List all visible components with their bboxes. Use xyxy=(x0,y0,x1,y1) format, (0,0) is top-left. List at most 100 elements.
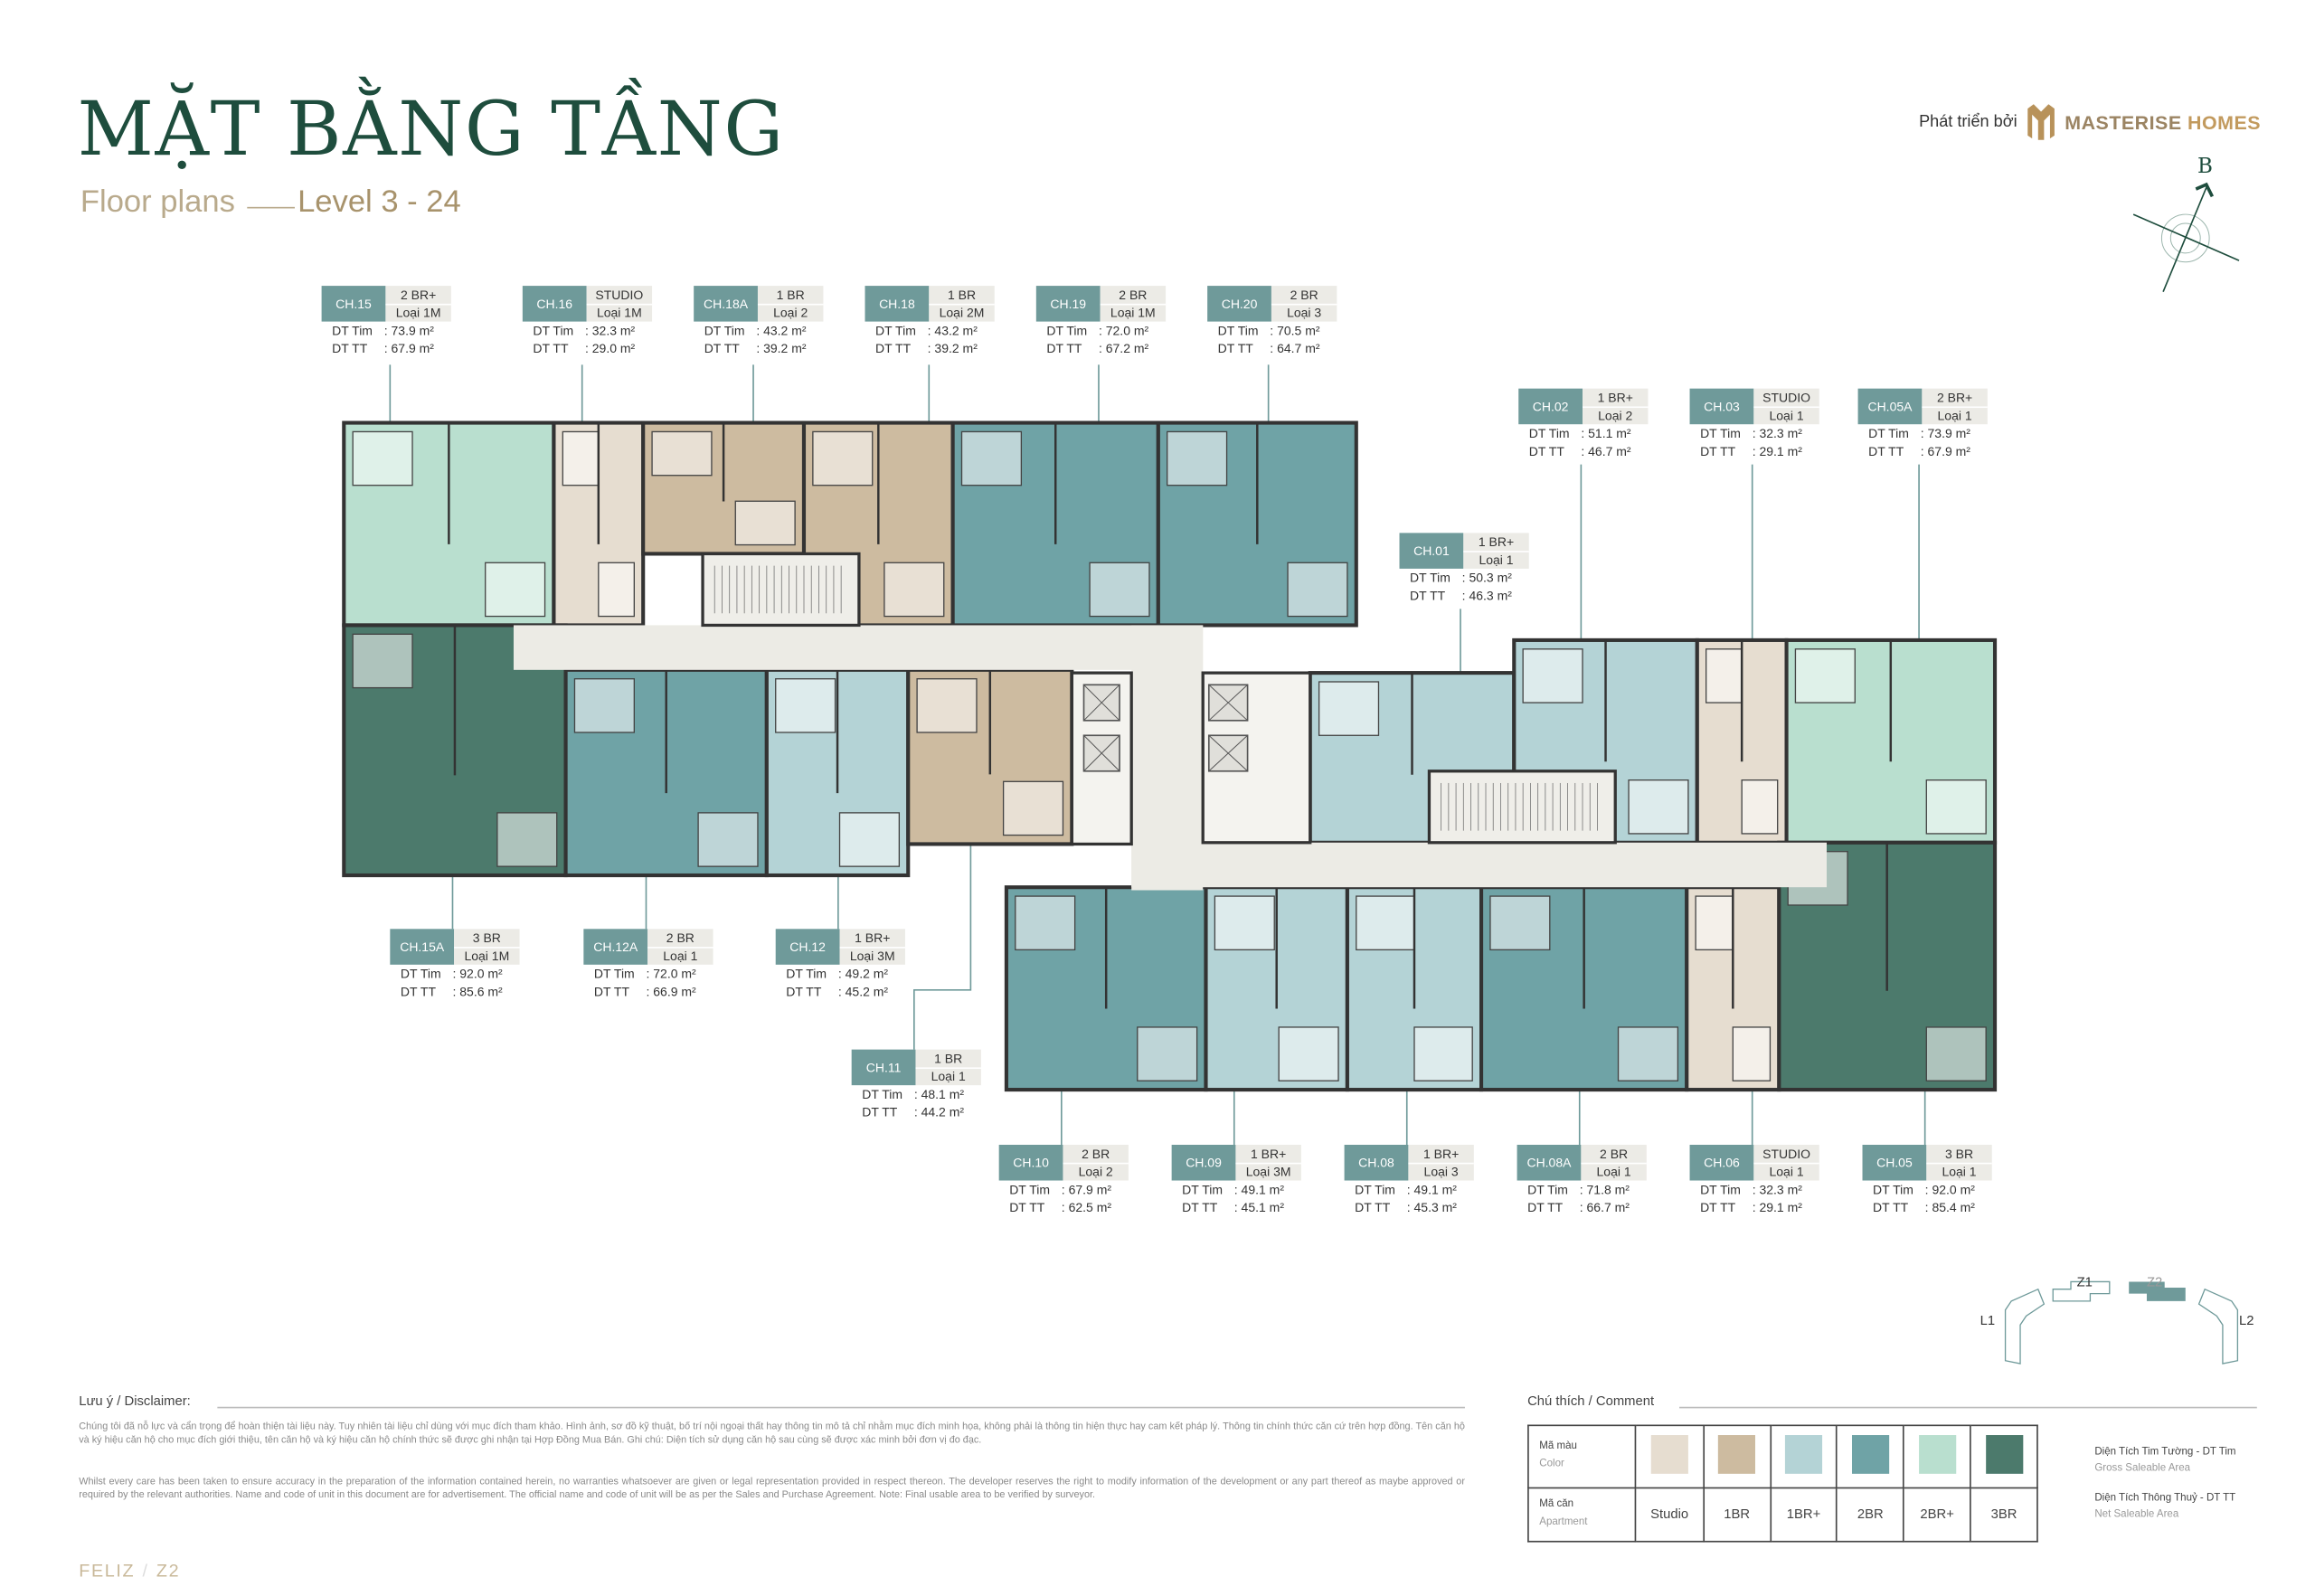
key-plan-icon xyxy=(2004,1280,2239,1365)
gross-area: DT Tim: 49.1 m² xyxy=(1182,1182,1285,1197)
gross-area: DT Tim: 72.0 m² xyxy=(593,966,696,981)
net-area: DT TT: 39.2 m² xyxy=(875,341,978,356)
net-area: DT TT: 46.3 m² xyxy=(1410,588,1512,603)
unit-code: CH.12A xyxy=(583,929,648,965)
unit-type: 2 BR xyxy=(1100,286,1167,305)
unit-ch-19[interactable] xyxy=(950,420,1160,628)
unit-variant: Loại 1 xyxy=(1596,1164,1631,1180)
gross-area: DT Tim: 49.2 m² xyxy=(786,966,889,981)
unit-type: 2 BR xyxy=(647,929,713,948)
unit-ch-05a[interactable] xyxy=(1784,637,1998,845)
legend-label: 2BR xyxy=(1836,1487,1905,1543)
unit-variant: Loại 1 xyxy=(1937,408,1972,423)
disclaimer-en: Whilst every care has been taken to ensu… xyxy=(79,1477,1465,1500)
legend-label: 3BR xyxy=(1970,1487,2038,1543)
unit-code: CH.11 xyxy=(851,1049,916,1086)
unit-code: CH.15A xyxy=(390,929,455,965)
unit-ch-09[interactable] xyxy=(1204,885,1349,1092)
unit-ch-12[interactable] xyxy=(764,667,911,878)
gross-area: DT Tim: 32.3 m² xyxy=(533,323,636,338)
net-area: DT TT: 44.2 m² xyxy=(862,1104,965,1120)
unit-ch-10[interactable] xyxy=(1004,885,1208,1092)
unit-code: CH.02 xyxy=(1518,388,1583,425)
unit-code: CH.03 xyxy=(1689,388,1754,425)
subtitle-floor-plans: Floor plans xyxy=(80,184,235,220)
unit-type: 1 BR+ xyxy=(1463,533,1529,552)
compass-icon xyxy=(2132,182,2240,292)
unit-ch-18a[interactable] xyxy=(641,420,807,556)
unit-type: 2 BR xyxy=(1581,1145,1647,1164)
disclaimer-vi: Chúng tôi đã nỗ lực và cẩn trọng để hoàn… xyxy=(79,1421,1465,1445)
net-area: DT TT: 45.3 m² xyxy=(1355,1199,1457,1215)
unit-code: CH.10 xyxy=(998,1145,1063,1181)
unit-ch-11[interactable] xyxy=(906,667,1074,846)
unit-type: 1 BR+ xyxy=(1235,1145,1301,1164)
brand-name: MASTERISE HOMES xyxy=(2065,110,2262,134)
gross-area: DT Tim: 72.0 m² xyxy=(1046,323,1149,338)
unit-ch-16[interactable] xyxy=(552,420,646,628)
legend-label: 1BR+ xyxy=(1769,1487,1838,1543)
unit-code: CH.15 xyxy=(321,286,386,322)
net-area: DT TT: 45.2 m² xyxy=(786,984,889,999)
legend-swatch-1br xyxy=(1702,1424,1772,1489)
unit-ch-08a[interactable] xyxy=(1479,885,1689,1092)
unit-code: CH.18A xyxy=(694,286,758,322)
legend-swatch-1br-plus xyxy=(1769,1424,1838,1489)
level-range: Level 3 - 24 xyxy=(298,184,461,220)
unit-type: 2 BR+ xyxy=(385,286,451,305)
legend-swatch-2br xyxy=(1836,1424,1905,1489)
net-area: DT TT: 67.2 m² xyxy=(1046,341,1149,356)
key-plan: L1 Z1 Z2 L2 xyxy=(1972,1269,2270,1373)
unit-variant: Loại 1 xyxy=(663,949,698,964)
net-area: DT TT: 85.4 m² xyxy=(1873,1199,1975,1215)
unit-ch-08[interactable] xyxy=(1345,885,1484,1092)
unit-type: 1 BR xyxy=(757,286,824,305)
page-title: MẶT BẰNG TẦNG xyxy=(77,86,785,173)
gross-area: DT Tim: 51.1 m² xyxy=(1528,425,1631,441)
unit-code: CH.05A xyxy=(1857,388,1923,425)
net-area: DT TT: 64.7 m² xyxy=(1217,341,1320,356)
footer-project: FELIZ/Z2 xyxy=(79,1560,181,1582)
legend-label: 1BR xyxy=(1702,1487,1772,1543)
stair-right xyxy=(1427,770,1617,845)
unit-code: CH.20 xyxy=(1207,286,1271,322)
masterise-logo-icon xyxy=(2027,104,2055,140)
unit-variant: Loại 1M xyxy=(1110,305,1156,321)
unit-variant: Loại 3 xyxy=(1423,1164,1459,1180)
unit-code: CH.06 xyxy=(1689,1145,1754,1181)
gross-area: DT Tim: 43.2 m² xyxy=(704,323,807,338)
unit-code: CH.18 xyxy=(865,286,930,322)
legend-label: Studio xyxy=(1634,1487,1705,1543)
unit-type: 2 BR xyxy=(1271,286,1337,305)
unit-variant: Loại 2M xyxy=(939,305,985,321)
unit-ch-20[interactable] xyxy=(1156,420,1358,628)
legend-label: 2BR+ xyxy=(1903,1487,1971,1543)
unit-type: 2 BR+ xyxy=(1922,389,1988,408)
unit-variant: Loại 1M xyxy=(395,305,441,321)
unit-ch-06[interactable] xyxy=(1685,885,1781,1092)
legend-heading: Chú thích / Comment xyxy=(1527,1393,1655,1409)
unit-variant: Loại 2 xyxy=(1598,408,1633,423)
gross-area: DT Tim: 32.3 m² xyxy=(1700,425,1802,441)
leader-line xyxy=(913,844,972,1050)
unit-ch-12a[interactable] xyxy=(563,667,769,878)
unit-ch-03[interactable] xyxy=(1695,637,1789,845)
north-compass: B xyxy=(2129,155,2248,296)
gross-area: DT Tim: 70.5 m² xyxy=(1217,323,1320,338)
unit-ch-15[interactable] xyxy=(342,420,556,628)
